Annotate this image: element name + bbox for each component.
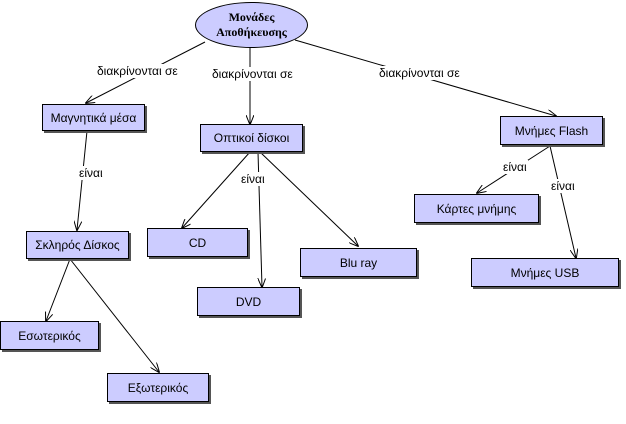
node-internal: Εσωτερικός: [0, 321, 99, 350]
node-cd: CD: [147, 228, 248, 257]
node-blu-ray: Blu ray: [300, 248, 417, 277]
edge-optical-cd: [182, 151, 251, 228]
edge-harddisk-external: [69, 258, 159, 372]
edge-harddisk-internal: [46, 258, 71, 321]
node-dvd: DVD: [197, 287, 300, 316]
edge-label-flash-usb: είναι: [550, 179, 576, 193]
node-optical-discs: Οπτικοί δίσκοι: [200, 124, 303, 152]
node-flash-memory: Μνήμες Flash: [500, 116, 603, 145]
edge-label-optical-children: είναι: [240, 172, 266, 186]
edge-flash-usb: [549, 145, 576, 258]
node-external: Εξωτερικός: [107, 373, 209, 402]
node-memory-cards: Κάρτες μνήμης: [414, 194, 539, 223]
root-node: Μονάδες Αποθήκευσης: [195, 2, 308, 48]
edge-label-flash-cards: είναι: [502, 160, 528, 174]
node-usb-memory: Μνήμες USB: [471, 258, 619, 287]
node-magnetic-media: Μαγνητικά μέσα: [42, 104, 145, 131]
node-hard-disk: Σκληρός Δίσκος: [26, 231, 129, 259]
edge-magnetic-harddisk: [77, 130, 88, 230]
edge-label-root-optical: διακρίνονται σε: [211, 67, 294, 81]
edge-label-magnetic-harddisk: είναι: [78, 166, 104, 180]
edge-label-root-magnetic: διακρίνονται σε: [96, 64, 179, 78]
edge-label-root-flash: διακρίνονται σε: [378, 66, 461, 80]
edge-optical-bluray: [259, 151, 358, 246]
root-line-1: Μονάδες: [228, 10, 275, 24]
root-line-2: Αποθήκευσης: [216, 25, 287, 39]
